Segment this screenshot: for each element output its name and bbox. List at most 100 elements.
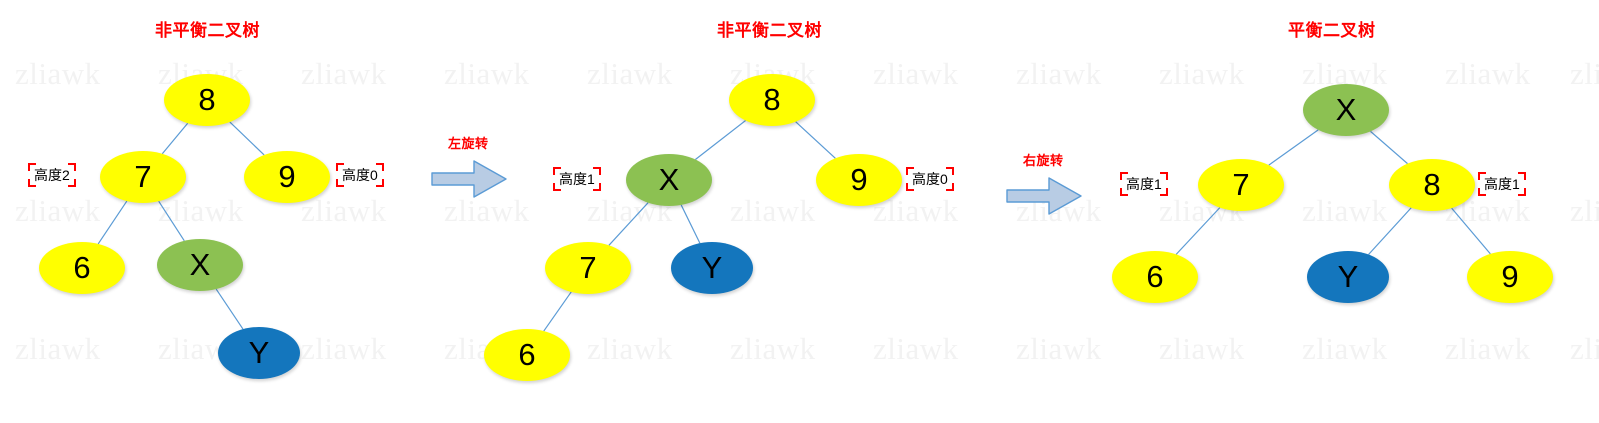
- bracket-corner-icon: [1517, 172, 1526, 180]
- tree-edge: [695, 120, 746, 160]
- panel-title: 非平衡二叉树: [717, 21, 822, 40]
- tree-edge: [680, 204, 701, 244]
- tree-node-label: 7: [579, 249, 597, 285]
- tree-node-label: X: [1335, 91, 1357, 127]
- rotation-label: 左旋转: [448, 136, 489, 151]
- tree-node-y[interactable]: Y: [671, 242, 753, 294]
- watermark-text: zliawk: [730, 193, 816, 228]
- tree-node-label: 9: [850, 161, 868, 197]
- tree-node-label: 6: [1146, 258, 1164, 294]
- height-label-text: 高度2: [34, 167, 70, 183]
- tree-edge: [161, 122, 189, 155]
- watermark-text: zliawk: [1016, 331, 1102, 366]
- bracket-corner-icon: [1120, 172, 1128, 180]
- tree-node-label: 8: [1423, 166, 1441, 202]
- watermark-text: zliawk: [15, 56, 101, 91]
- height-label: 高度1: [1478, 172, 1526, 196]
- tree-node-label: 7: [134, 158, 152, 194]
- right-arrow-icon: [1006, 177, 1082, 215]
- tree-node-label: 6: [73, 249, 91, 285]
- watermark-text: zliawk: [1016, 56, 1102, 91]
- bracket-corner-icon: [1159, 172, 1168, 180]
- tree-edge: [158, 200, 185, 242]
- panel-title: 平衡二叉树: [1288, 21, 1376, 40]
- height-label-text: 高度1: [1484, 176, 1520, 192]
- tree-node-label: 9: [278, 158, 296, 194]
- watermark-text: zliawk: [730, 331, 816, 366]
- tree-node-label: X: [189, 246, 211, 282]
- rotation-label: 右旋转: [1023, 153, 1064, 168]
- tree-node-label: 9: [1501, 258, 1519, 294]
- bracket-corner-icon: [592, 167, 601, 175]
- bracket-corner-icon: [1478, 188, 1486, 196]
- tree-node-label: Y: [1337, 258, 1359, 294]
- watermark-text: zliawk: [301, 56, 387, 91]
- tree-node-8[interactable]: 8: [164, 74, 250, 126]
- watermark-text: zliawk: [1570, 331, 1599, 366]
- tree-node-label: X: [658, 161, 680, 197]
- bracket-corner-icon: [67, 163, 76, 171]
- height-label: 高度0: [336, 163, 384, 187]
- tree-node-6[interactable]: 6: [1112, 251, 1198, 303]
- tree-edge: [795, 121, 836, 159]
- tree-node-7[interactable]: 7: [100, 151, 186, 203]
- tree-edge: [1268, 129, 1319, 166]
- tree-node-7[interactable]: 7: [1198, 159, 1284, 211]
- watermark-text: zliawk: [15, 193, 101, 228]
- bracket-corner-icon: [1159, 188, 1168, 196]
- tree-node-9[interactable]: 9: [244, 151, 330, 203]
- bracket-corner-icon: [945, 183, 954, 191]
- bracket-corner-icon: [592, 183, 601, 191]
- bracket-corner-icon: [67, 179, 76, 187]
- tree-node-9[interactable]: 9: [1467, 251, 1553, 303]
- tree-edge: [97, 200, 128, 245]
- bracket-corner-icon: [553, 183, 561, 191]
- watermark-text: zliawk: [1302, 331, 1388, 366]
- tree-edge: [608, 202, 649, 246]
- tree-edge: [1368, 207, 1412, 255]
- tree-node-8[interactable]: 8: [1389, 159, 1475, 211]
- height-label-text: 高度1: [1126, 176, 1162, 192]
- tree-node-y[interactable]: Y: [1307, 251, 1389, 303]
- watermark-text: zliawk: [301, 193, 387, 228]
- height-label: 高度2: [28, 163, 76, 187]
- watermark-text: zliawk: [15, 331, 101, 366]
- tree-edge: [1451, 207, 1491, 255]
- tree-node-label: 8: [198, 81, 216, 117]
- tree-node-x[interactable]: X: [1303, 84, 1389, 136]
- tree-node-7[interactable]: 7: [545, 242, 631, 294]
- height-label-text: 高度0: [342, 167, 378, 183]
- height-label-text: 高度0: [912, 171, 948, 187]
- height-label: 高度0: [906, 167, 954, 191]
- watermark-text: zliawk: [1159, 331, 1245, 366]
- tree-node-x[interactable]: X: [157, 239, 243, 291]
- watermark-text: zliawk: [1159, 56, 1245, 91]
- tree-edge: [543, 291, 572, 332]
- panel-title: 非平衡二叉树: [155, 21, 260, 40]
- bracket-corner-icon: [28, 163, 36, 171]
- tree-edge: [215, 288, 244, 330]
- tree-node-x[interactable]: X: [626, 154, 712, 206]
- bracket-corner-icon: [906, 167, 914, 175]
- bracket-corner-icon: [1517, 188, 1526, 196]
- watermark-text: zliawk: [873, 331, 959, 366]
- bracket-corner-icon: [945, 167, 954, 175]
- tree-node-8[interactable]: 8: [729, 74, 815, 126]
- tree-edge: [1370, 130, 1408, 165]
- tree-node-label: Y: [248, 334, 270, 370]
- tree-node-y[interactable]: Y: [218, 327, 300, 379]
- tree-node-9[interactable]: 9: [816, 154, 902, 206]
- height-label: 高度1: [553, 167, 601, 191]
- bracket-corner-icon: [375, 179, 384, 187]
- tree-edge: [229, 121, 265, 156]
- bracket-corner-icon: [553, 167, 561, 175]
- watermark-text: zliawk: [1570, 193, 1599, 228]
- tree-node-6[interactable]: 6: [484, 329, 570, 381]
- bracket-corner-icon: [28, 179, 36, 187]
- tree-node-6[interactable]: 6: [39, 242, 125, 294]
- watermark-text: zliawk: [873, 56, 959, 91]
- tree-node-label: 6: [518, 336, 536, 372]
- tree-node-label: Y: [701, 249, 723, 285]
- bracket-corner-icon: [336, 179, 344, 187]
- tree-edge: [1175, 207, 1221, 255]
